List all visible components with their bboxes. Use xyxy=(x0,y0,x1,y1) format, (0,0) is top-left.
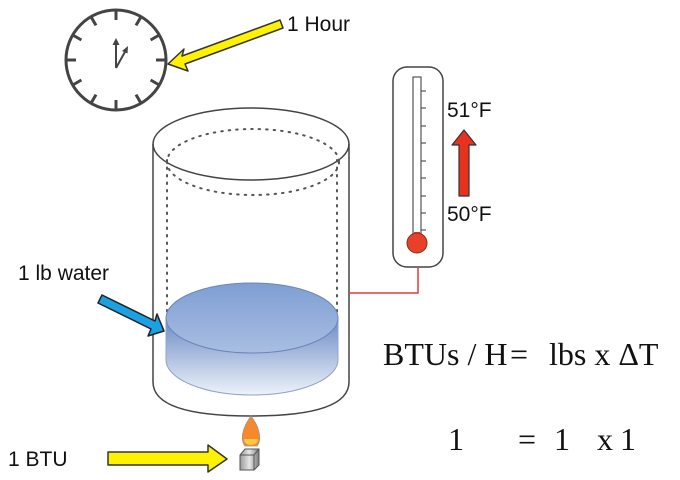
equation-line1-rhs: lbs x ΔT xyxy=(549,336,659,372)
candle-flame-icon xyxy=(239,415,261,471)
water-arrow xyxy=(97,294,165,337)
thermometer-icon xyxy=(392,66,444,268)
clock-icon xyxy=(64,8,168,112)
heat-arrow xyxy=(107,444,228,473)
equation-line1-lhs: BTUs / H xyxy=(383,336,508,372)
equation-line2-lhs: 1 xyxy=(448,421,464,457)
temperature-rise-arrow xyxy=(451,129,477,197)
equation-line2-rhs-b: 1 xyxy=(620,421,636,457)
water-label: 1 lb water xyxy=(18,262,110,285)
temp-high-label: 51°F xyxy=(447,99,492,122)
equation-line2-operator: x xyxy=(597,421,613,457)
equation-line2-rhs-a: 1 xyxy=(554,421,570,457)
water-disc xyxy=(165,282,339,396)
equation-line1-equals: = xyxy=(510,336,529,372)
temp-low-label: 50°F xyxy=(447,203,492,226)
time-label: 1 Hour xyxy=(287,13,351,36)
time-arrow xyxy=(167,19,284,72)
thermometer-wire xyxy=(349,268,419,294)
equation-line2-equals: = xyxy=(518,421,537,457)
heat-label: 1 BTU xyxy=(8,448,68,471)
